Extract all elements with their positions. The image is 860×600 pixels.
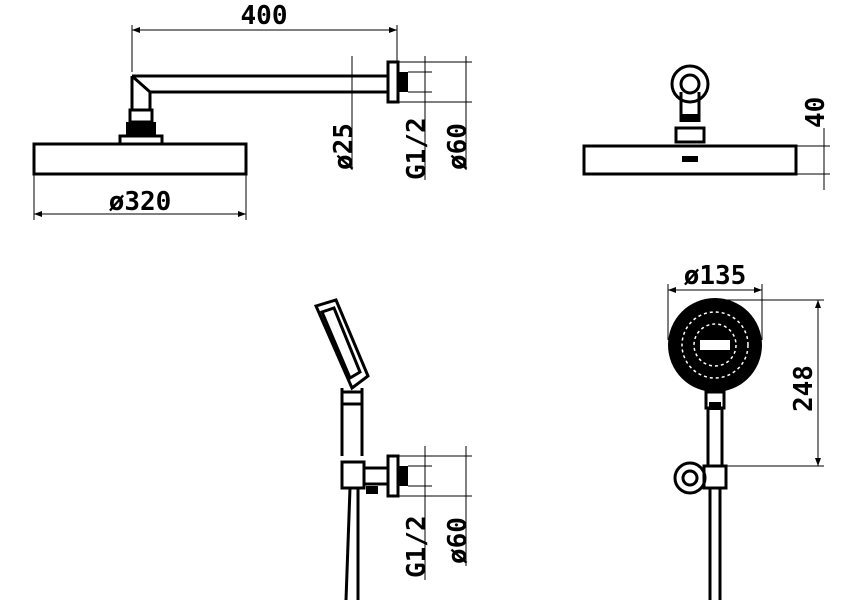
overhead-shower-front-view: 40 [582,64,831,190]
dim-arm-length: 400 [241,1,288,31]
hand-shower-side-view: G1/2 ø60 [313,298,473,600]
dim-head-thickness: 40 [801,97,831,128]
overhead-shower-side-view: 400 ø320 ø25 G1/2 ø60 [32,1,473,220]
dim-arm-diameter: ø25 [329,123,359,170]
hand-shower-front-view: ø135 248 [667,261,824,600]
dim-connection-thread: G1/2 [402,117,432,180]
dim-hand-shower-diameter: ø135 [684,261,747,291]
dim-head-diameter: ø320 [109,187,172,217]
dim-bracket-flange: ø60 [443,517,473,564]
dim-bracket-thread: G1/2 [402,515,432,578]
dim-hand-shower-length: 248 [789,365,819,412]
dim-flange-diameter: ø60 [443,123,473,170]
